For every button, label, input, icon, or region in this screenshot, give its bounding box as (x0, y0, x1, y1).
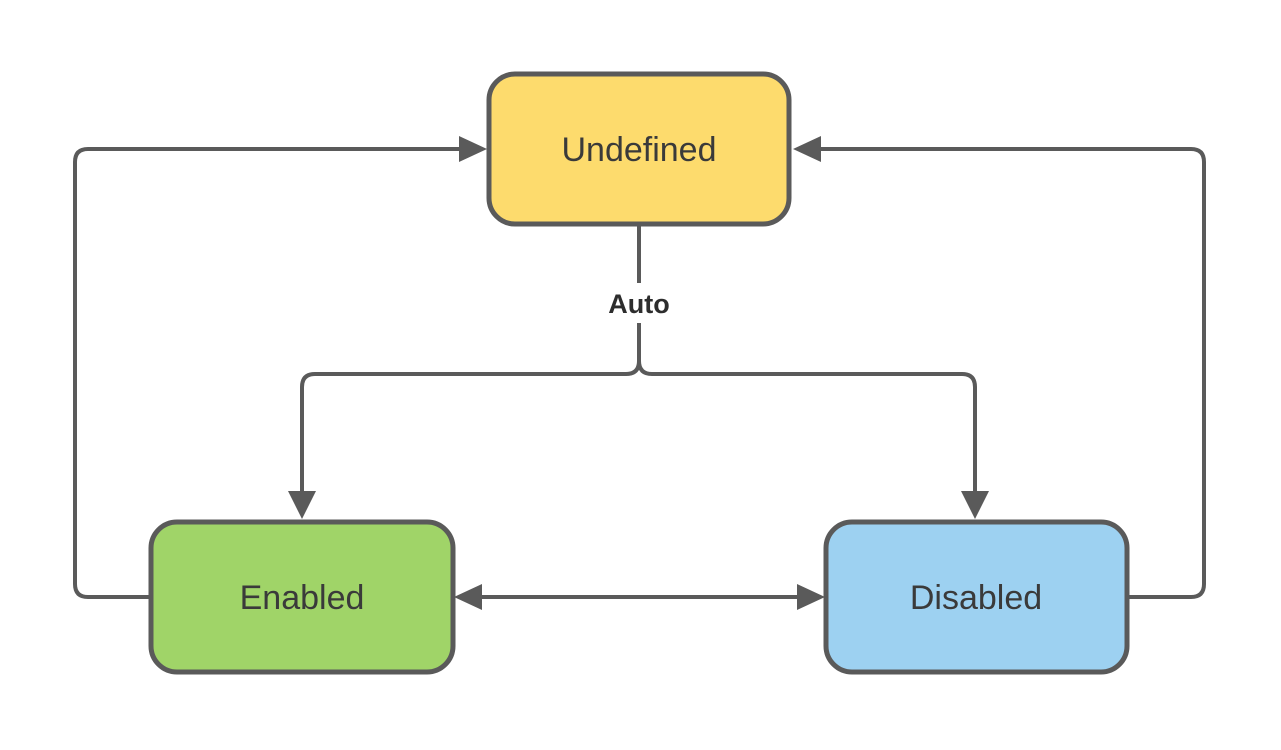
edge-auto-split[interactable]: Auto (288, 226, 989, 519)
arrowhead-into-disabled-top (961, 491, 989, 519)
node-disabled-shape (823, 519, 1130, 675)
edge-label-auto: Auto (608, 289, 669, 319)
arrowhead-into-enabled-right (454, 584, 482, 610)
edge-right-loop-line (821, 147, 1206, 599)
node-disabled[interactable]: Disabled (823, 519, 1130, 675)
edge-auto-branch-left (300, 323, 641, 498)
edge-enabled-disabled-toggle[interactable] (454, 584, 825, 610)
edge-left-loop-line (73, 147, 459, 599)
edge-disabled-to-undefined[interactable] (793, 136, 1206, 599)
arrowhead-into-undefined-right (793, 136, 821, 162)
arrowhead-into-enabled-top (288, 491, 316, 519)
node-undefined-shape (486, 71, 792, 227)
node-enabled-shape (148, 519, 456, 675)
node-enabled-label: Enabled (240, 579, 365, 617)
node-undefined-label: Undefined (561, 131, 716, 169)
node-undefined[interactable]: Undefined (486, 71, 792, 227)
arrowhead-into-disabled-left (797, 584, 825, 610)
node-disabled-label: Disabled (910, 579, 1042, 617)
edge-auto-branch-right (637, 323, 977, 498)
arrowhead-into-undefined-left (459, 136, 487, 162)
node-enabled[interactable]: Enabled (148, 519, 456, 675)
edge-enabled-to-undefined[interactable] (73, 136, 487, 599)
